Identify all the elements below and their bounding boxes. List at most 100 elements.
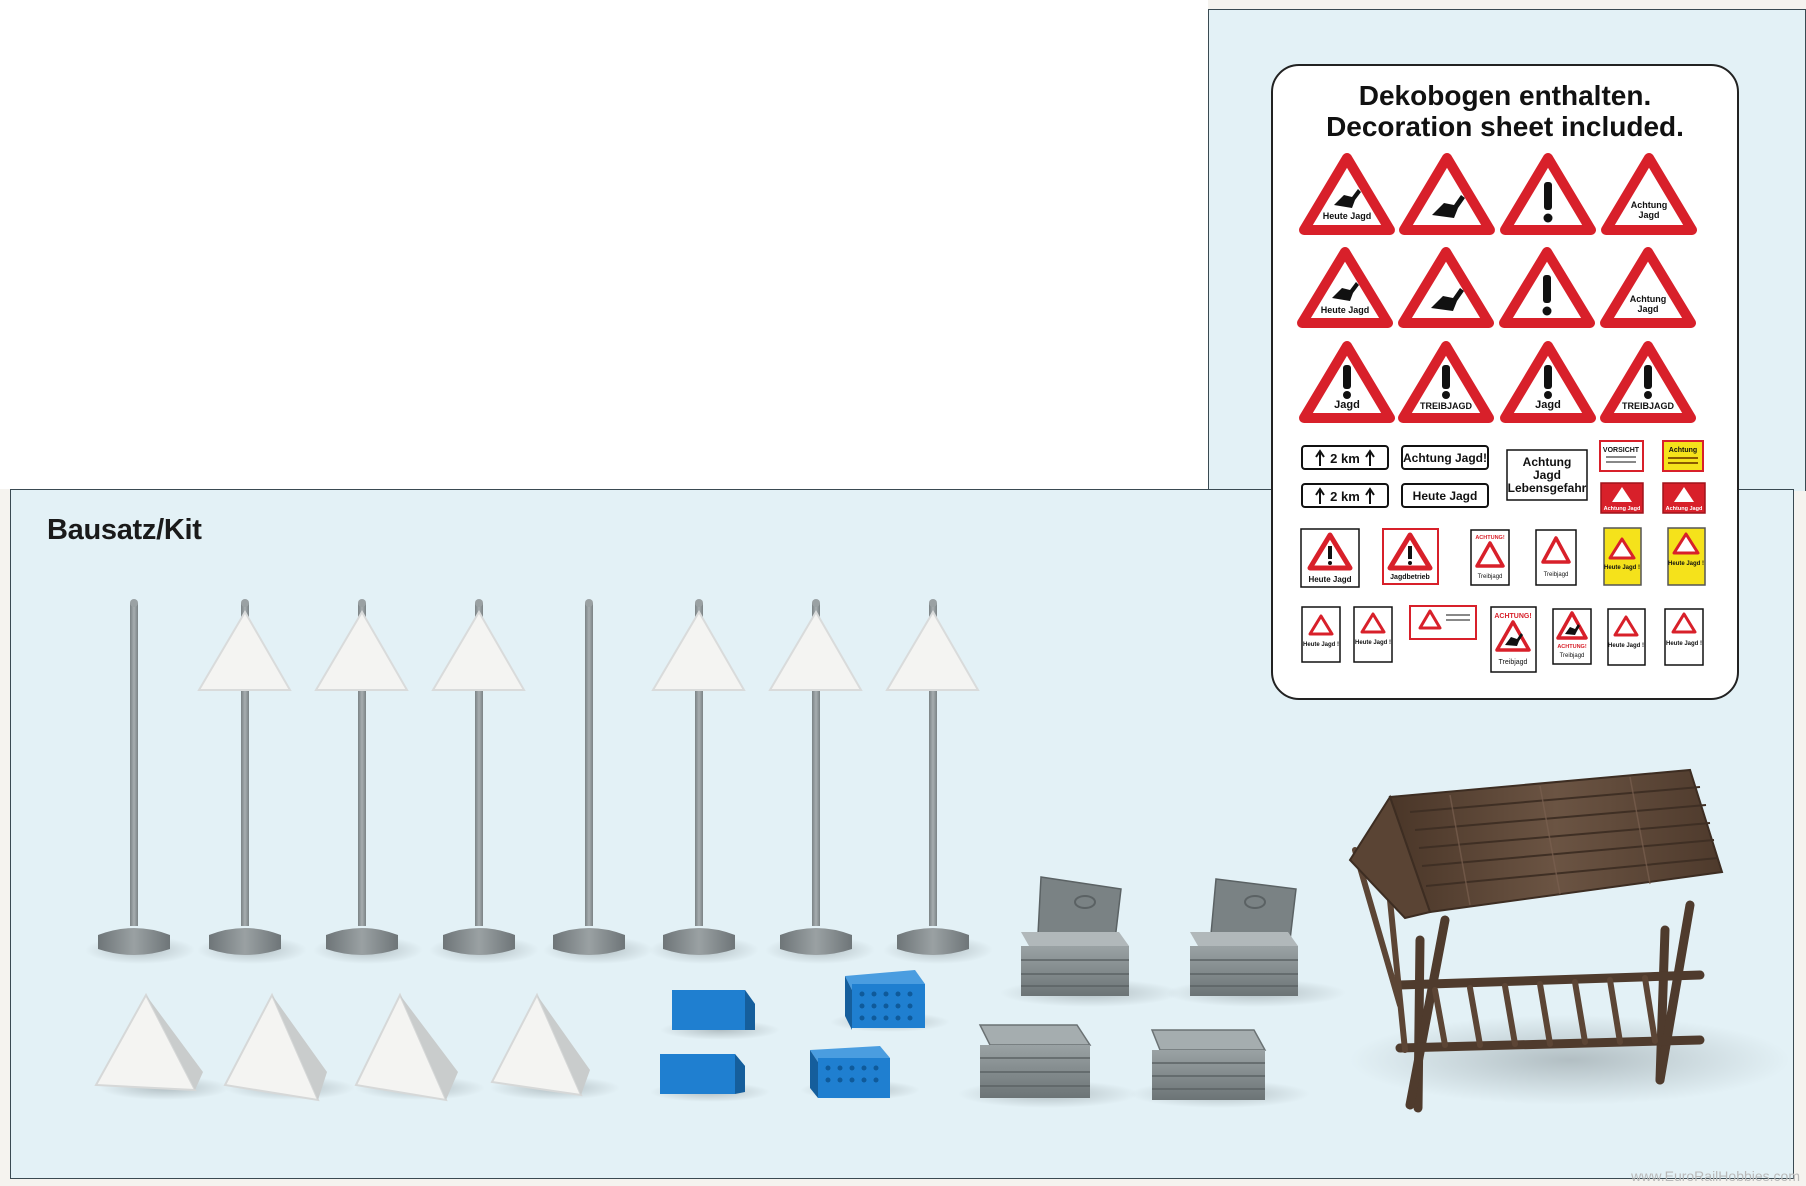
small-sign-heute-jagd: Heute Jagd ! (1664, 608, 1704, 666)
sign-pole (85, 599, 195, 964)
small-sign-achtung-treibjagd: ACHTUNG! Treibjagd (1490, 606, 1537, 673)
arrow-up-icon (1315, 487, 1375, 504)
warning-sign-treibjagd: TREIBJAGD (1600, 341, 1696, 423)
sign-label: Treibjagd (1560, 653, 1585, 659)
small-sign-heute-jagd: Heute Jagd ! (1301, 606, 1341, 663)
standing-triangle-signs (94, 992, 620, 1102)
warning-sign-exclamation (1500, 153, 1596, 235)
deer-icon (1431, 288, 1464, 311)
sign-pole-triangle (313, 599, 423, 964)
sign-label: Heute Jagd ! (1355, 640, 1391, 646)
plate-achtung-jagd-lebensgefahr: Achtung Jagd Lebensgefahr (1506, 449, 1588, 501)
small-signs-row: Heute Jagd ! Heute Jagd ! ACHTUNG! Treib… (1301, 605, 1704, 673)
sign-label: Jagd (1638, 210, 1659, 220)
sign-label: VORSICHT (1603, 447, 1640, 454)
small-sign-wide (1409, 605, 1477, 640)
warning-sign-jagd: Jagd (1299, 341, 1395, 423)
exclamation-icon (1543, 275, 1551, 303)
exclamation-icon (1343, 365, 1351, 389)
exclamation-icon (1544, 365, 1552, 389)
framed-signs-row: Heute Jagd Jagdbetrieb ACHTUNG! Treibjag… (1300, 527, 1706, 588)
sign-label: Heute Jagd ! (1608, 643, 1644, 649)
deer-icon (1565, 624, 1580, 635)
plate-heute-jagd: Heute Jagd (1401, 483, 1489, 508)
sign-label: ACHTUNG! (1494, 613, 1531, 620)
small-sign-achtung-treibjagd-deer: ACHTUNG! Treibjagd (1552, 608, 1592, 665)
watermark: www.EuroRailHobbies.com (1631, 1168, 1800, 1184)
sign-label: Treibjagd (1499, 659, 1528, 666)
framed-sign-heute-jagd: Heute Jagd (1300, 528, 1360, 588)
sign-label: ACHTUNG! (1557, 644, 1586, 650)
deer-icon (1432, 195, 1465, 218)
warning-sign-deer (1398, 247, 1494, 328)
distance-sign-2km: 2 km (1301, 483, 1389, 508)
plate-achtung-jagd: Achtung Jagd! (1401, 445, 1489, 470)
sign-label: Jagd (1533, 468, 1561, 482)
blank-background (0, 0, 1208, 489)
blue-crate (650, 1054, 770, 1102)
sheet-title-de: Dekobogen enthalten. (1358, 80, 1652, 111)
sign-label: Heute Jagd ! (1303, 642, 1339, 648)
sign-label: Jagdbetrieb (1390, 574, 1430, 581)
sign-label: Achtung Jagd! (1403, 451, 1487, 465)
grey-box-open (1166, 878, 1346, 1007)
small-sign-heute-jagd: Heute Jagd ! (1353, 606, 1393, 663)
sign-label: Jagd (1334, 399, 1360, 411)
warning-sign-achtung-jagd: Achtung Jagd (1600, 247, 1696, 328)
sign-poles (85, 599, 993, 964)
framed-sign-jagdbetrieb: Jagdbetrieb (1382, 528, 1439, 585)
sign-label: Achtung (1669, 447, 1697, 454)
blue-crate-lattice (830, 970, 950, 1032)
standing-triangle-sign (490, 992, 620, 1100)
small-sign-heute-jagd: Heute Jagd ! (1607, 608, 1646, 666)
sign-pole-triangle (197, 599, 307, 964)
sign-label: Heute Jagd (1308, 575, 1351, 584)
framed-sign-yellow-heute-jagd: Heute Jagd ! (1603, 527, 1642, 586)
standing-triangle-sign (94, 992, 230, 1100)
grey-box-closed (1130, 1029, 1310, 1108)
plate-achtung-yellow: Achtung (1662, 440, 1704, 472)
warning-sign-achtung-jagd: Achtung Jagd (1601, 153, 1697, 235)
framed-sign-treibjagd: Treibjagd (1535, 529, 1577, 586)
sign-label: Jagd (1535, 399, 1561, 411)
sign-label: TREIBJAGD (1622, 401, 1675, 411)
sign-label: Lebensgefahr (1508, 481, 1587, 495)
grey-box-open (1000, 876, 1180, 1007)
sign-label: Treibjagd (1544, 572, 1569, 578)
sign-label: Heute Jagd (1323, 211, 1372, 221)
sign-label: Jagd (1637, 304, 1658, 314)
rectangular-signs: 2 km 2 km Achtung Jagd! Heute Jagd Achtu… (1301, 440, 1706, 514)
grey-box-closed (958, 1024, 1138, 1108)
warning-sign-exclamation (1499, 247, 1595, 328)
blue-crates (650, 970, 950, 1102)
sign-label: 2 km (1330, 489, 1360, 504)
deer-icon (1505, 633, 1523, 646)
standing-triangle-sign (223, 992, 355, 1102)
plate-vorsicht: VORSICHT (1599, 440, 1644, 472)
sign-label: Treibjagd (1478, 574, 1503, 580)
sign-label: ACHTUNG! (1475, 535, 1504, 541)
wooden-feeding-rack (1348, 768, 1790, 1113)
warning-sign-heute-jagd-deer: Heute Jagd (1299, 153, 1395, 235)
blue-crate-lattice (800, 1046, 920, 1100)
sign-pole (543, 599, 653, 964)
deer-icon (1332, 282, 1359, 301)
framed-sign-yellow-heute-jagd: Heute Jagd ! (1667, 527, 1706, 586)
grey-boxes (958, 876, 1346, 1108)
sign-label: Heute Jagd ! (1668, 561, 1704, 567)
sign-label: Achtung Jagd (1604, 506, 1641, 512)
sign-label: 2 km (1330, 451, 1360, 466)
sign-label: Achtung Jagd (1666, 506, 1703, 512)
warning-sign-treibjagd: TREIBJAGD (1398, 341, 1494, 423)
framed-sign-achtung-treibjagd: ACHTUNG! Treibjagd (1470, 529, 1510, 586)
warning-sign-heute-jagd-deer: Heute Jagd (1297, 247, 1393, 328)
sign-label: Heute Jagd (1413, 489, 1478, 503)
standing-triangle-sign (354, 992, 485, 1102)
arrow-up-icon (1315, 449, 1375, 466)
exclamation-icon (1442, 365, 1450, 389)
plate-achtung-jagd-red: Achtung Jagd (1600, 482, 1644, 514)
sign-label: Achtung (1523, 455, 1572, 469)
plate-achtung-jagd-red: Achtung Jagd (1662, 482, 1706, 514)
exclamation-icon (1644, 365, 1652, 389)
